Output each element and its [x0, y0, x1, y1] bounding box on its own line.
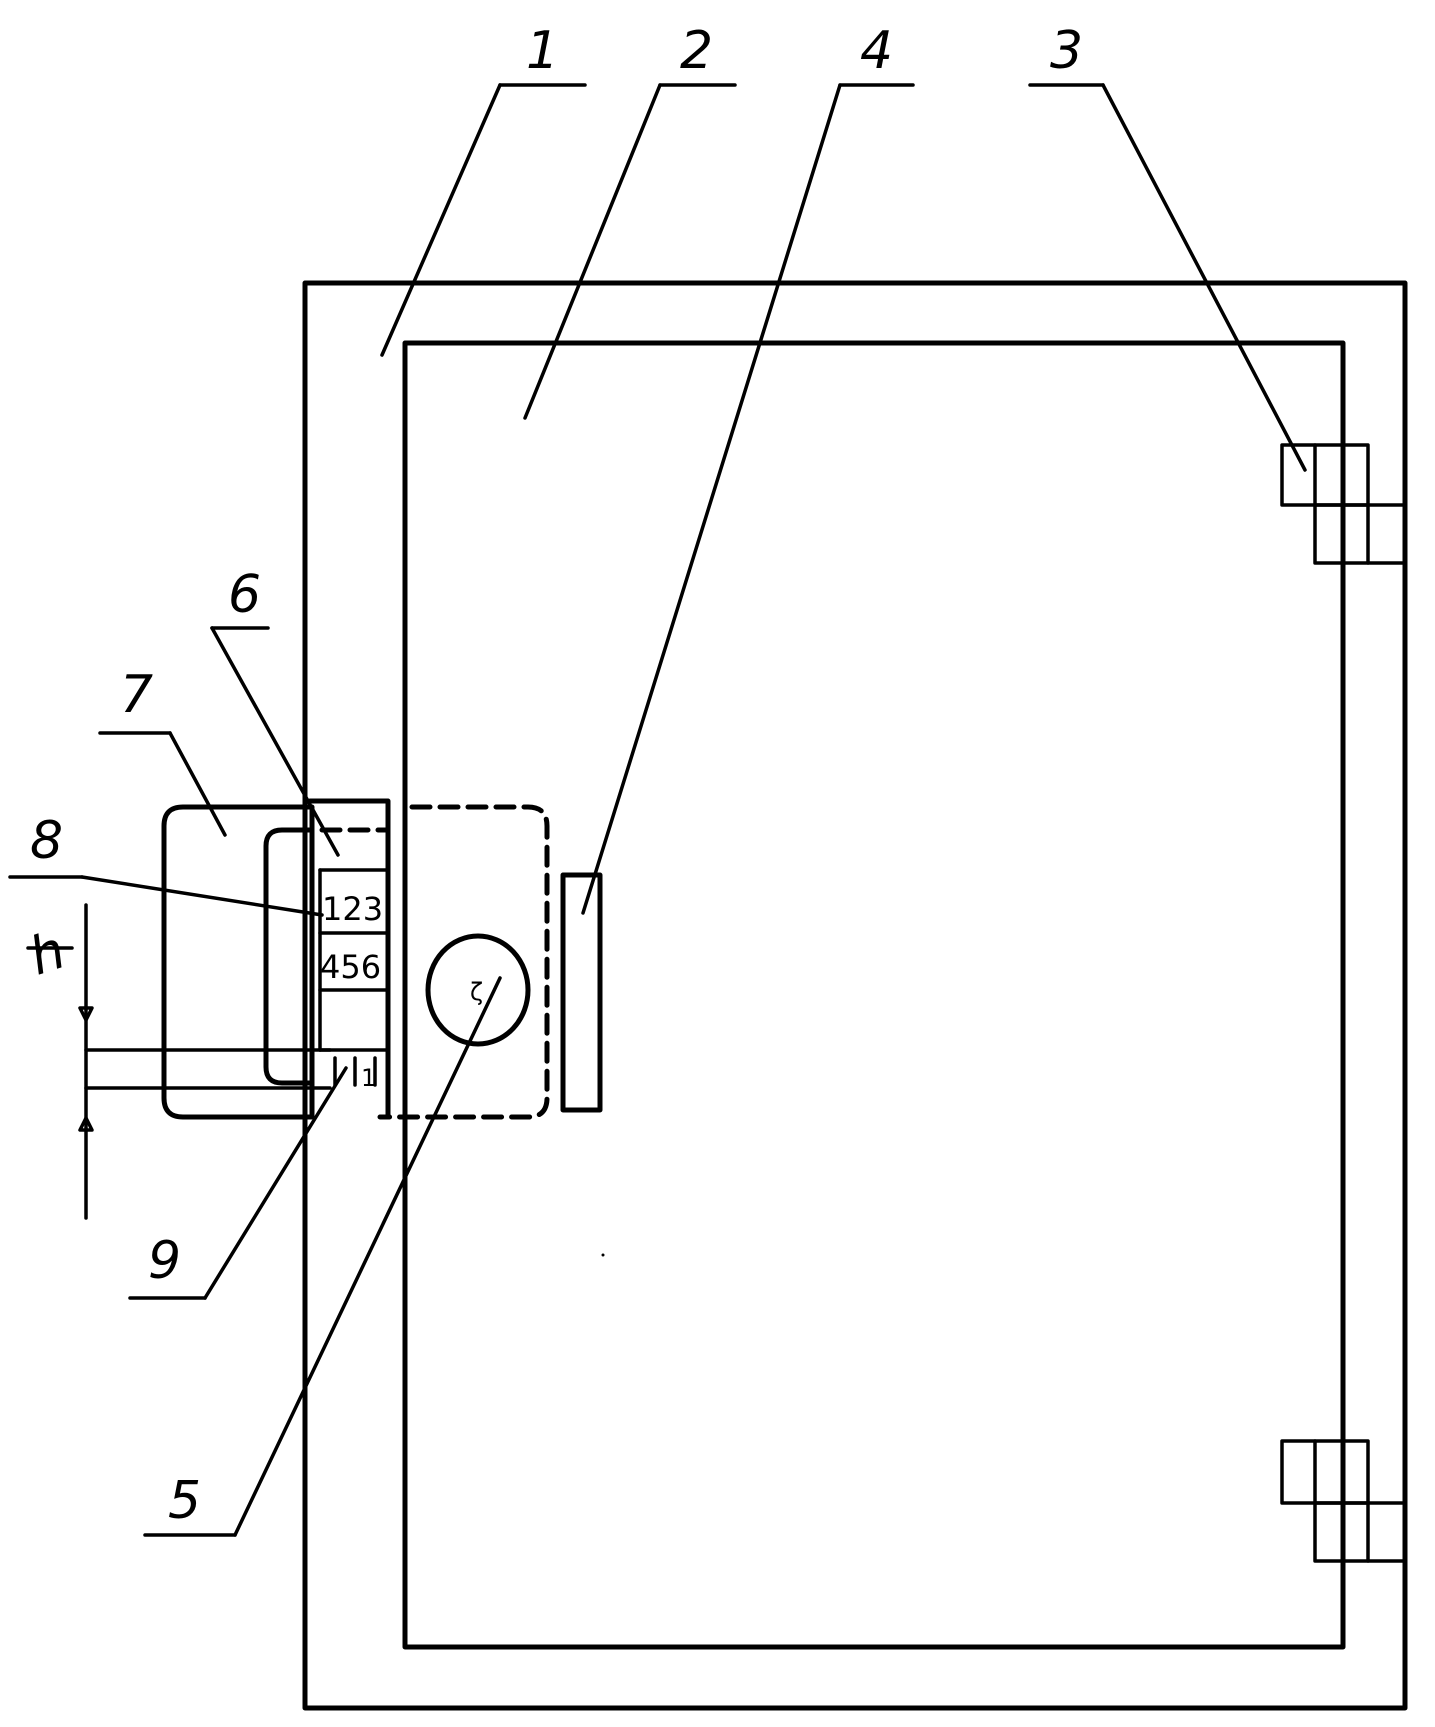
external-housing: [164, 807, 312, 1117]
label-1: 1: [526, 21, 559, 81]
label-8: 8: [30, 811, 63, 871]
stray-mark: [602, 1254, 605, 1257]
label-3: 3: [1050, 21, 1083, 81]
leader-5: 5: [145, 978, 500, 1535]
display-row-2: 456: [320, 948, 381, 986]
indicator-window: 1: [320, 1050, 388, 1092]
lock-glyph: ζ: [470, 978, 483, 1006]
leader-1: 1: [382, 21, 585, 355]
label-6: 6: [228, 565, 261, 625]
label-9: 9: [148, 1231, 181, 1291]
leader-3: 3: [1030, 21, 1305, 470]
digit-display: 123 456: [320, 890, 383, 986]
door-handle: [563, 875, 600, 1110]
label-4: 4: [860, 21, 893, 81]
label-7: 7: [120, 665, 153, 725]
label-h: h: [23, 920, 73, 987]
label-5: 5: [168, 1471, 201, 1531]
label-2: 2: [680, 21, 713, 81]
leader-6: 6: [212, 565, 338, 855]
display-row-1: 123: [322, 890, 383, 928]
